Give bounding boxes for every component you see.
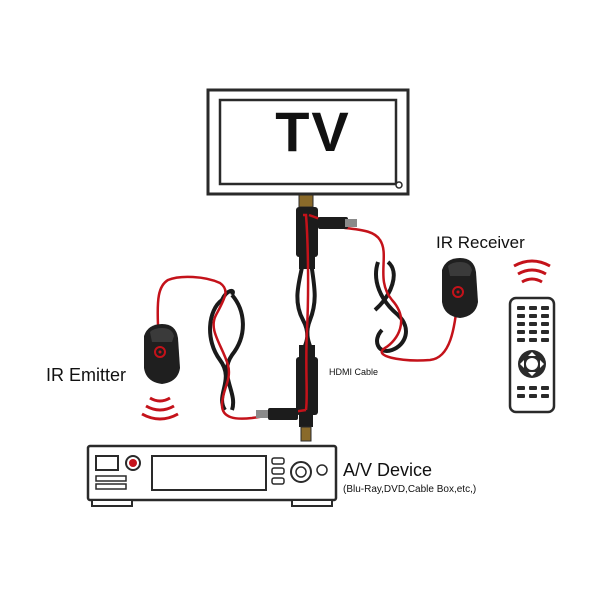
av-device-label: A/V Device	[343, 460, 433, 480]
ir-signal-icon	[141, 396, 179, 421]
tv-title: TV	[275, 100, 351, 163]
ir-emitter-label: IR Emitter	[46, 365, 127, 385]
av-device-sublabel: (Blu-Ray,DVD,Cable Box,etc,)	[343, 484, 477, 495]
ir-receiver-icon	[442, 258, 478, 318]
ir-receiver-label: IR Receiver	[436, 233, 525, 252]
ir-plug-top	[318, 217, 357, 229]
av-device-icon	[86, 444, 338, 507]
remote-signal-icon	[513, 259, 551, 284]
remote-control-icon	[508, 296, 556, 414]
tv-icon	[206, 88, 410, 196]
ir-plug-bottom	[256, 408, 298, 420]
hdmi-cable-label: HDMI Cable	[329, 367, 379, 377]
ir-emitter-icon	[144, 324, 180, 384]
ir-cable	[156, 213, 460, 420]
